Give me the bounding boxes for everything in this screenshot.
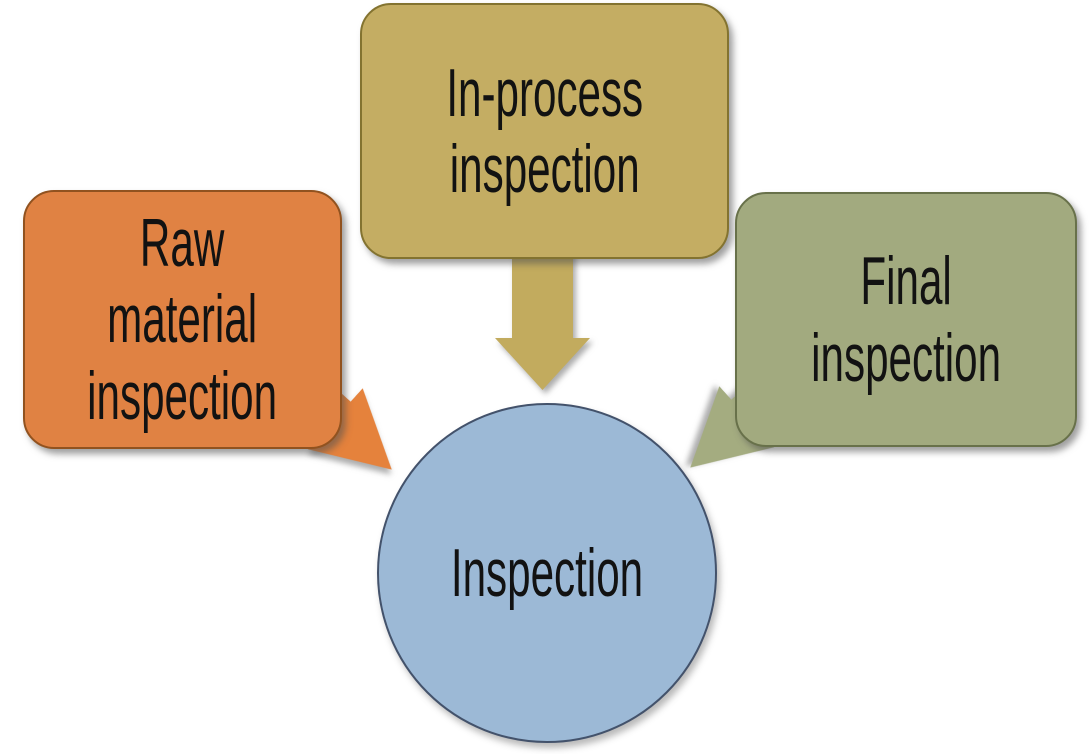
node-inspection-center: Inspection bbox=[377, 403, 717, 743]
label-line: material bbox=[107, 281, 258, 358]
node-label: In-process inspection bbox=[446, 55, 643, 207]
node-label: Raw material inspection bbox=[88, 205, 278, 433]
down-arrow-icon bbox=[495, 246, 590, 390]
label-line: inspection bbox=[811, 319, 1001, 396]
node-label: Final inspection bbox=[811, 243, 1001, 395]
node-in-process-inspection: In-process inspection bbox=[360, 3, 729, 259]
node-final-inspection: Final inspection bbox=[735, 192, 1077, 447]
node-label: Inspection bbox=[451, 535, 643, 611]
label-line: In-process bbox=[446, 54, 643, 131]
node-raw-material-inspection: Raw material inspection bbox=[23, 190, 342, 449]
label-line: Final bbox=[860, 243, 952, 320]
label-line: inspection bbox=[449, 131, 640, 207]
label-line: Inspection bbox=[450, 534, 644, 611]
label-line: Raw bbox=[140, 205, 225, 282]
label-line: inspection bbox=[87, 357, 278, 434]
